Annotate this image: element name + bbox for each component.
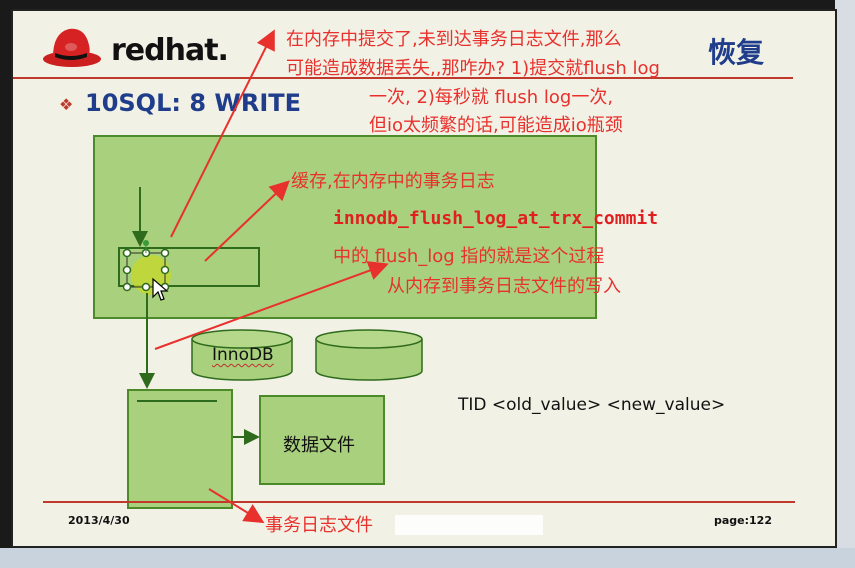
innodb-cylinder (191, 329, 293, 381)
arrow-note-flush (154, 261, 389, 350)
diagram-arrows (132, 29, 389, 524)
transaction-log-file-box (127, 389, 233, 509)
footer-date: 2013/4/30 (68, 514, 130, 527)
redhat-logo-text: redhat. (111, 33, 229, 68)
slide-heading: 10SQL: 8 WRITE (85, 89, 302, 117)
param-name-text: innodb_flush_log_at_trx_commit (333, 208, 659, 229)
footer-rule (43, 501, 795, 503)
note-top-line1: 在内存中提交了,未到达事务日志文件,那么 (286, 29, 622, 50)
arrow-note-cache (204, 180, 290, 262)
window-edge-right (835, 0, 855, 568)
innodb-label: InnoDB (212, 345, 274, 365)
log-buffer-box (118, 247, 260, 287)
bullet-icon: ❖ (59, 95, 74, 114)
note-cache: 缓存,在内存中的事务日志 (291, 171, 495, 192)
tid-format-text: TID <old_value> <new_value> (458, 395, 726, 415)
data-file-label: 数据文件 (283, 435, 355, 456)
mouse-pointer-icon (152, 277, 169, 301)
slide-title: 恢复 (708, 36, 765, 69)
second-cylinder (315, 329, 423, 381)
window-edge-bottom (0, 548, 855, 568)
note-top-line2: 可能造成数据丢失,,那咋办? 1)提交就flush log (286, 58, 660, 79)
arrow-note-top (170, 29, 275, 238)
data-file-box (259, 395, 385, 485)
footer-page: page:122 (714, 514, 772, 527)
presentation-slide: redhat. 恢复 ❖ 10SQL: 8 WRITE 在内存中提交了,未到达事… (11, 9, 837, 548)
arrow-note-log-file (208, 488, 265, 524)
redhat-logo-icon (43, 28, 101, 67)
note-top-line3: 一次, 2)每秒就 flush log一次, (369, 87, 614, 108)
note-flush-line1: 中的 flush_log 指的就是这个过程 (333, 246, 605, 267)
note-log-file: 事务日志文件 (265, 515, 373, 536)
note-flush-line2: 从内存到事务日志文件的写入 (387, 276, 621, 297)
header-rule (13, 77, 793, 79)
log-file-line (137, 400, 217, 402)
note-top-line4: 但io太频繁的话,可能造成io瓶颈 (369, 115, 623, 136)
redaction-box (395, 515, 543, 535)
